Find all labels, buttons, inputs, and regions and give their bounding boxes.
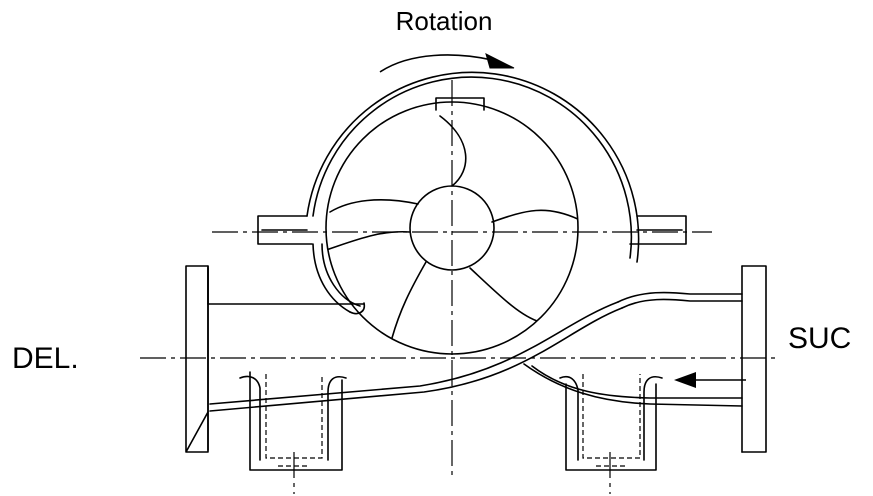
impeller-outer-circle xyxy=(325,101,579,355)
impeller-vanes xyxy=(326,115,578,339)
rotation-arrow-arc xyxy=(379,54,493,73)
rotation-arrow xyxy=(379,53,515,73)
right-casing-flange xyxy=(629,215,687,245)
volute-left-lower-inner xyxy=(321,243,361,307)
suction-top-inner xyxy=(621,298,743,309)
pump-body xyxy=(185,71,767,471)
discharge-spiral-inner xyxy=(209,307,623,412)
suction-top-outer xyxy=(617,291,743,303)
rotation-arrowhead-icon xyxy=(485,53,515,69)
top-lug xyxy=(435,97,485,111)
left-flange xyxy=(185,265,365,453)
volute-left-lower-outer xyxy=(312,243,351,313)
right-foot-inner-right xyxy=(643,376,663,461)
suction-bottom-inner xyxy=(531,365,743,399)
left-casing-flange xyxy=(257,215,313,245)
tongue xyxy=(349,302,366,315)
flow-arrow xyxy=(674,372,746,388)
suction-bottom-outer xyxy=(523,363,743,407)
delivery-label: DEL. xyxy=(12,342,79,375)
flow-arrowhead-icon xyxy=(674,372,696,388)
right-foot-outer xyxy=(565,383,657,471)
volute-outer-wall xyxy=(306,71,640,263)
rotation-label: Rotation xyxy=(396,6,493,36)
centerlines xyxy=(140,80,780,494)
discharge-spiral-outer xyxy=(209,301,619,405)
left-foot-inner-left xyxy=(239,375,261,461)
suction-label: SUC xyxy=(788,322,851,355)
left-foot-inner-right xyxy=(327,376,347,461)
volute-inner-wall xyxy=(312,76,633,259)
left-foot-outer xyxy=(249,371,343,471)
right-foot-inner-left xyxy=(559,375,579,461)
hidden-foot-bolts xyxy=(265,374,641,467)
right-flange xyxy=(741,265,767,453)
